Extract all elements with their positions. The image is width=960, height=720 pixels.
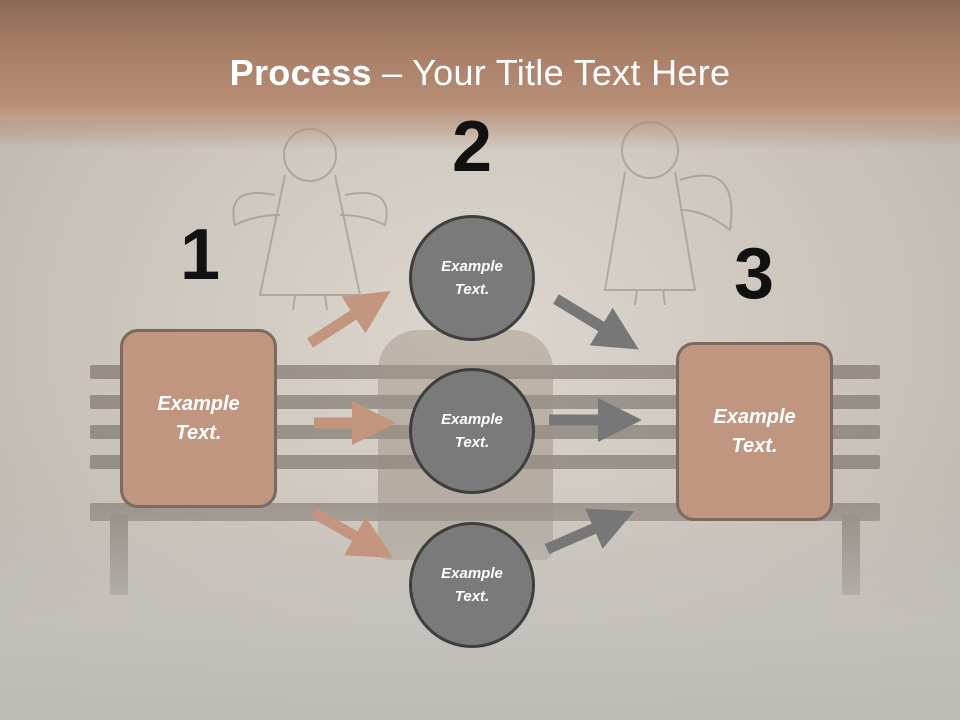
- title-bold: Process: [229, 52, 372, 93]
- arrow-box1-to-circle-bottom: [311, 508, 394, 558]
- arrow-box1-to-circle-top: [307, 291, 391, 348]
- slide-title[interactable]: Process – Your Title Text Here: [0, 52, 960, 94]
- process-circle-bottom[interactable]: Example Text.: [409, 522, 535, 648]
- step-number-3: 3: [733, 234, 775, 314]
- circle-middle-line2: Text.: [454, 434, 490, 451]
- step-box-1[interactable]: Example Text.: [120, 329, 277, 508]
- circle-bottom-line1: Example: [441, 565, 503, 582]
- process-circle-top-text: Example Text.: [441, 255, 503, 301]
- process-circle-top[interactable]: Example Text.: [409, 215, 535, 341]
- process-circle-middle-text: Example Text.: [441, 408, 503, 454]
- title-band: [0, 0, 960, 150]
- title-rest: – Your Title Text Here: [371, 52, 731, 93]
- circle-top-line1: Example: [441, 258, 503, 275]
- step-box-1-line2: Text.: [175, 421, 222, 444]
- circle-top-line2: Text.: [454, 281, 490, 298]
- step-box-3-line1: Example: [713, 405, 796, 428]
- circle-middle-line1: Example: [441, 411, 503, 428]
- arrow-circle-bottom-to-box3: [544, 508, 635, 555]
- step-number-1: 1: [179, 215, 221, 295]
- circle-bottom-line2: Text.: [454, 588, 490, 605]
- process-circle-middle[interactable]: Example Text.: [409, 368, 535, 494]
- step-box-3-line2: Text.: [731, 434, 778, 457]
- step-number-2: 2: [451, 107, 493, 187]
- arrow-circle-top-to-box3: [553, 294, 639, 350]
- step-box-1-text: Example Text.: [157, 390, 239, 448]
- process-circle-bottom-text: Example Text.: [441, 562, 503, 608]
- step-box-1-line1: Example: [157, 392, 240, 415]
- step-box-3[interactable]: Example Text.: [676, 342, 833, 521]
- step-box-3-text: Example Text.: [713, 403, 795, 461]
